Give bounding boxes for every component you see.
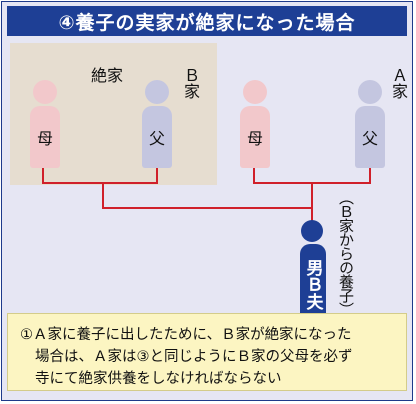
right-family-connector <box>253 168 371 184</box>
right-mother-head <box>243 80 267 104</box>
left-father-head <box>145 80 169 104</box>
note-line-3: 寺にて絶家供養をしなければならない <box>35 371 282 387</box>
note-line-1: ①Ａ家に養子に出したために、Ｂ家が絶家になった <box>20 327 352 343</box>
left-house-label: Ｂ家 <box>181 67 200 99</box>
left-family-connector <box>42 168 158 184</box>
left-mother-label: 母 <box>30 106 60 168</box>
right-father-label: 父 <box>355 106 385 168</box>
right-father-head <box>358 80 382 104</box>
left-father-label: 父 <box>142 106 172 168</box>
note-box: ①Ａ家に養子に出したために、Ｂ家が絶家になった 場合は、Ａ家は③と同じようにＢ家… <box>7 313 407 391</box>
left-mother-head <box>33 80 57 104</box>
diagram-title: ④養子の実家が絶家になった場合 <box>7 6 407 36</box>
right-mother-label: 母 <box>240 106 270 168</box>
adoptee-head <box>301 220 323 242</box>
note-line-2: 場合は、Ａ家は③と同じようにＢ家の父母を必ず <box>35 349 353 365</box>
zetsuke-label: 絶家 <box>91 66 124 85</box>
right-house-label: Ａ家 <box>389 67 408 99</box>
adoptee-caption: （Ｂ家からの養子） <box>337 190 355 316</box>
link-connector <box>102 183 313 209</box>
adoptee-label: 男Ｂ夫 <box>300 244 326 324</box>
